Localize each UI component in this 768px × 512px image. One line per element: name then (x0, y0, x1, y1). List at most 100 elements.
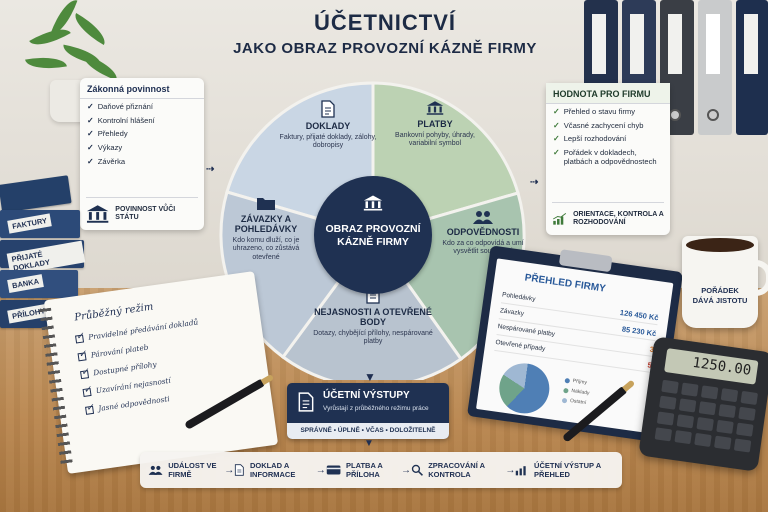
legend-item: Ostatní (561, 397, 586, 406)
arrow-right-icon: ⇢ (206, 164, 215, 175)
list-item: ✓Přehledy (87, 129, 128, 139)
segment-payments: PLATBY Bankovní pohyby, úhrady, variabil… (385, 100, 485, 149)
check-icon: ✓ (87, 143, 94, 153)
bar-chart-icon (516, 466, 526, 476)
process-step: DOKLAD A INFORMACE (234, 461, 316, 479)
arrow-down-icon: ▼ (364, 370, 376, 384)
document-icon (298, 392, 314, 412)
outputs-heading: ÚČETNÍ VÝSTUPY (323, 390, 410, 401)
book: PŘIJATÉ DOKLADY (0, 240, 86, 276)
check-icon: ✓ (87, 156, 94, 166)
magnifier-icon (411, 464, 423, 476)
bank-icon (86, 205, 109, 223)
segment-documents: DOKLADY Faktury, přijaté doklady, zálohy… (273, 100, 383, 151)
segment-description: Faktury, přijaté doklady, zálohy, dobrop… (279, 134, 377, 150)
checkbox-icon (82, 387, 92, 397)
list-item: ✓Lepší rozhodování (553, 134, 627, 144)
document-icon (235, 464, 245, 476)
business-value-footer-text: ORIENTACE, KONTROLA A ROZHODOVÁNÍ (573, 210, 664, 226)
process-step: PLATBA A PŘÍLOHA (326, 461, 401, 479)
check-icon: ✓ (87, 102, 94, 111)
checkbox-icon (79, 369, 90, 379)
segment-heading: ODPOVĚDNOSTI (446, 227, 520, 237)
check-icon: ✓ (553, 148, 560, 158)
card-icon (326, 465, 341, 475)
process-step: ZPRACOVÁNÍ A KONTROLA (411, 461, 505, 479)
check-icon: ✓ (87, 115, 94, 125)
bank-icon (426, 101, 444, 115)
outputs-description: Vyrůstají z průběžného režimu práce (323, 405, 429, 412)
list-item: ✓Daňové přiznání (87, 102, 154, 111)
process-step: UDÁLOST VE FIRMĚ (148, 461, 224, 479)
arrow-right-icon: ⇢ (530, 177, 539, 188)
segment-open-issues: NEJASNOSTI A OTEVŘENÉ BODY Dotazy, chybě… (313, 286, 433, 347)
check-icon: ✓ (87, 129, 94, 139)
growth-chart-icon (553, 212, 567, 225)
report-pie-chart (496, 360, 553, 417)
list-item: ✓Pořádek v dokladech, platbách a odpověd… (553, 148, 657, 166)
list-item: ✓Výkazy (87, 143, 123, 153)
people-icon (473, 211, 493, 224)
title-line-2: JAKO OBRAZ PROVOZNÍ KÁZNĚ FIRMY (233, 40, 537, 57)
legal-duty-list: ✓Daňové přiznání ✓Kontrolní hlášení ✓Pře… (80, 99, 204, 176)
segment-responsibilities: ODPOVĚDNOSTI Kdo za co odpovídá a umí vy… (435, 210, 531, 257)
business-value-heading: HODNOTA PRO FIRMU (546, 83, 670, 104)
segment-heading: DOKLADY (305, 121, 351, 131)
folder-icon (257, 198, 275, 210)
calculator: 1250.00 (638, 336, 768, 472)
business-value-card: HODNOTA PRO FIRMU ✓Přehled o stavu firmy… (546, 83, 670, 235)
list-item: ✓Závěrka (87, 156, 126, 166)
coffee-mug: POŘÁDEK DÁVÁ JISTOTU (682, 236, 768, 328)
discipline-wheel: DOKLADY Faktury, přijaté doklady, zálohy… (213, 70, 539, 389)
title-line-1: ÚČETNICTVÍ (314, 10, 456, 35)
check-icon: ✓ (553, 134, 560, 144)
segment-description: Bankovní pohyby, úhrady, variabilní symb… (395, 132, 475, 148)
arrow-right-icon: → (401, 464, 411, 476)
notebook-title: Průběžný režim (73, 301, 155, 324)
check-icon: ✓ (553, 120, 560, 130)
segment-description: Dotazy, chybějící přílohy, nespárované p… (313, 330, 433, 346)
wheel-center: OBRAZ PROVOZNÍ KÁZNĚ FIRMY (314, 176, 432, 294)
segment-description: Kdo komu dluží, co je uhrazeno, co zůstá… (232, 237, 300, 261)
report-title: PŘEHLED FIRMY (523, 272, 607, 295)
book: FAKTURY (0, 210, 80, 238)
people-icon (148, 465, 163, 475)
segment-heading: ZÁVAZKY A POHLEDÁVKY (234, 214, 298, 234)
business-value-list: ✓Přehled o stavu firmy ✓Včasné zachycení… (546, 104, 670, 176)
arrow-right-icon: → (505, 464, 516, 476)
outputs-footer: SPRÁVNĚ • ÚPLNĚ • VČAS • DOLOŽITELNĚ (287, 423, 449, 439)
routine-notebook: Průběžný režim Pravidelné předávání dokl… (39, 271, 279, 474)
legal-duty-heading: Zákonná povinnost (80, 78, 204, 99)
arrow-down-icon: ▼ (364, 438, 374, 449)
document-icon (321, 100, 335, 118)
checkbox-icon (77, 351, 87, 361)
legal-duty-footer-text: POVINNOST VŮČI STÁTU (115, 205, 176, 221)
infographic-title: ÚČETNICTVÍ JAKO OBRAZ PROVOZNÍ KÁZNĚ FIR… (150, 10, 620, 57)
process-step: ÚČETNÍ VÝSTUP A PŘEHLED (515, 461, 614, 479)
segment-description: Kdo za co odpovídá a umí vysvětlit souvi… (442, 240, 524, 256)
list-item: ✓Včasné zachycení chyb (553, 120, 644, 130)
list-item: ✓Přehled o stavu firmy (553, 107, 636, 116)
process-flow: UDÁLOST VE FIRMĚ → DOKLAD A INFORMACE → … (140, 452, 622, 488)
notebook-list: Pravidelné předávání dokladů Párování pl… (74, 317, 210, 423)
list-item: ✓Kontrolní hlášení (87, 115, 155, 125)
arrow-right-icon: → (315, 464, 326, 476)
wheel-center-text: OBRAZ PROVOZNÍ KÁZNĚ FIRMY (325, 223, 421, 249)
legal-duty-card: Zákonná povinnost ✓Daňové přiznání ✓Kont… (80, 78, 204, 230)
checkbox-icon (84, 405, 95, 415)
arrow-right-icon: → (224, 464, 235, 476)
legal-duty-footer: POVINNOST VŮČI STÁTU (86, 197, 198, 224)
business-value-footer: ORIENTACE, KONTROLA A ROZHODOVÁNÍ (552, 202, 664, 229)
legend-item: Příjmy (564, 377, 587, 386)
calculator-display: 1250.00 (664, 348, 759, 385)
bank-icon (363, 195, 383, 211)
segment-heading: PLATBY (417, 119, 453, 129)
checkbox-icon (74, 333, 84, 344)
check-icon: ✓ (553, 107, 560, 116)
mug-text: POŘÁDEK DÁVÁ JISTOTU (692, 286, 748, 305)
segment-heading: NEJASNOSTI A OTEVŘENÉ BODY (314, 307, 432, 327)
accounting-outputs-box: ÚČETNÍ VÝSTUPY Vyrůstají z průběžného re… (287, 383, 449, 439)
legend-item: Náklady (563, 387, 590, 396)
book: BANKA (0, 270, 78, 298)
segment-liabilities-receivables: ZÁVAZKY A POHLEDÁVKY Kdo komu dluží, co … (219, 196, 313, 262)
